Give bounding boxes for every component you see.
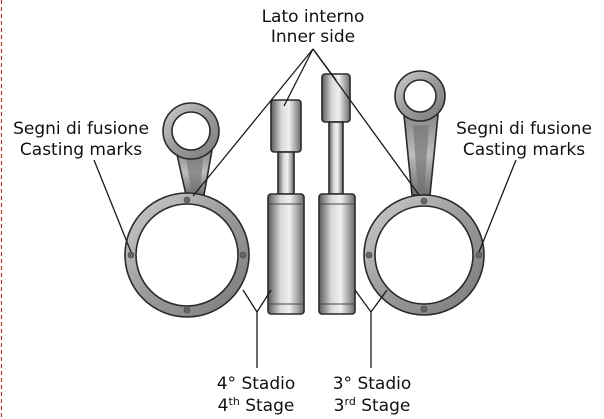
label-casting-left-en: Casting marks	[20, 140, 142, 160]
label-casting-right-en: Casting marks	[463, 140, 585, 160]
label-inner-side-it: Lato interno	[262, 7, 365, 27]
casting-mark-dot	[365, 251, 373, 259]
casting-mark-dot	[420, 305, 428, 313]
stage3-rod-side-view	[318, 73, 356, 315]
stage4-rod-side-view	[267, 99, 305, 315]
casting-mark-dot	[420, 197, 428, 205]
left-connecting-rod	[124, 102, 250, 318]
label-stage3-it: 3° Stadio	[333, 374, 412, 394]
label-stage4-en: 4th Stage	[218, 395, 295, 416]
casting-mark-dot	[475, 251, 483, 259]
leader-lines	[93, 48, 517, 368]
label-casting-left-it: Segni di fusione	[13, 119, 149, 139]
label-stage4-it: 4° Stadio	[217, 374, 296, 394]
casting-mark-dot	[183, 306, 191, 314]
label-stage3-en: 3rd Stage	[334, 395, 411, 416]
casting-mark-dot	[183, 196, 191, 204]
right-connecting-rod	[363, 70, 485, 316]
casting-mark-dot	[127, 251, 135, 259]
label-casting-right-it: Segni di fusione	[456, 119, 592, 139]
casting-mark-dot	[239, 251, 247, 259]
label-inner-side-en: Inner side	[271, 27, 355, 47]
